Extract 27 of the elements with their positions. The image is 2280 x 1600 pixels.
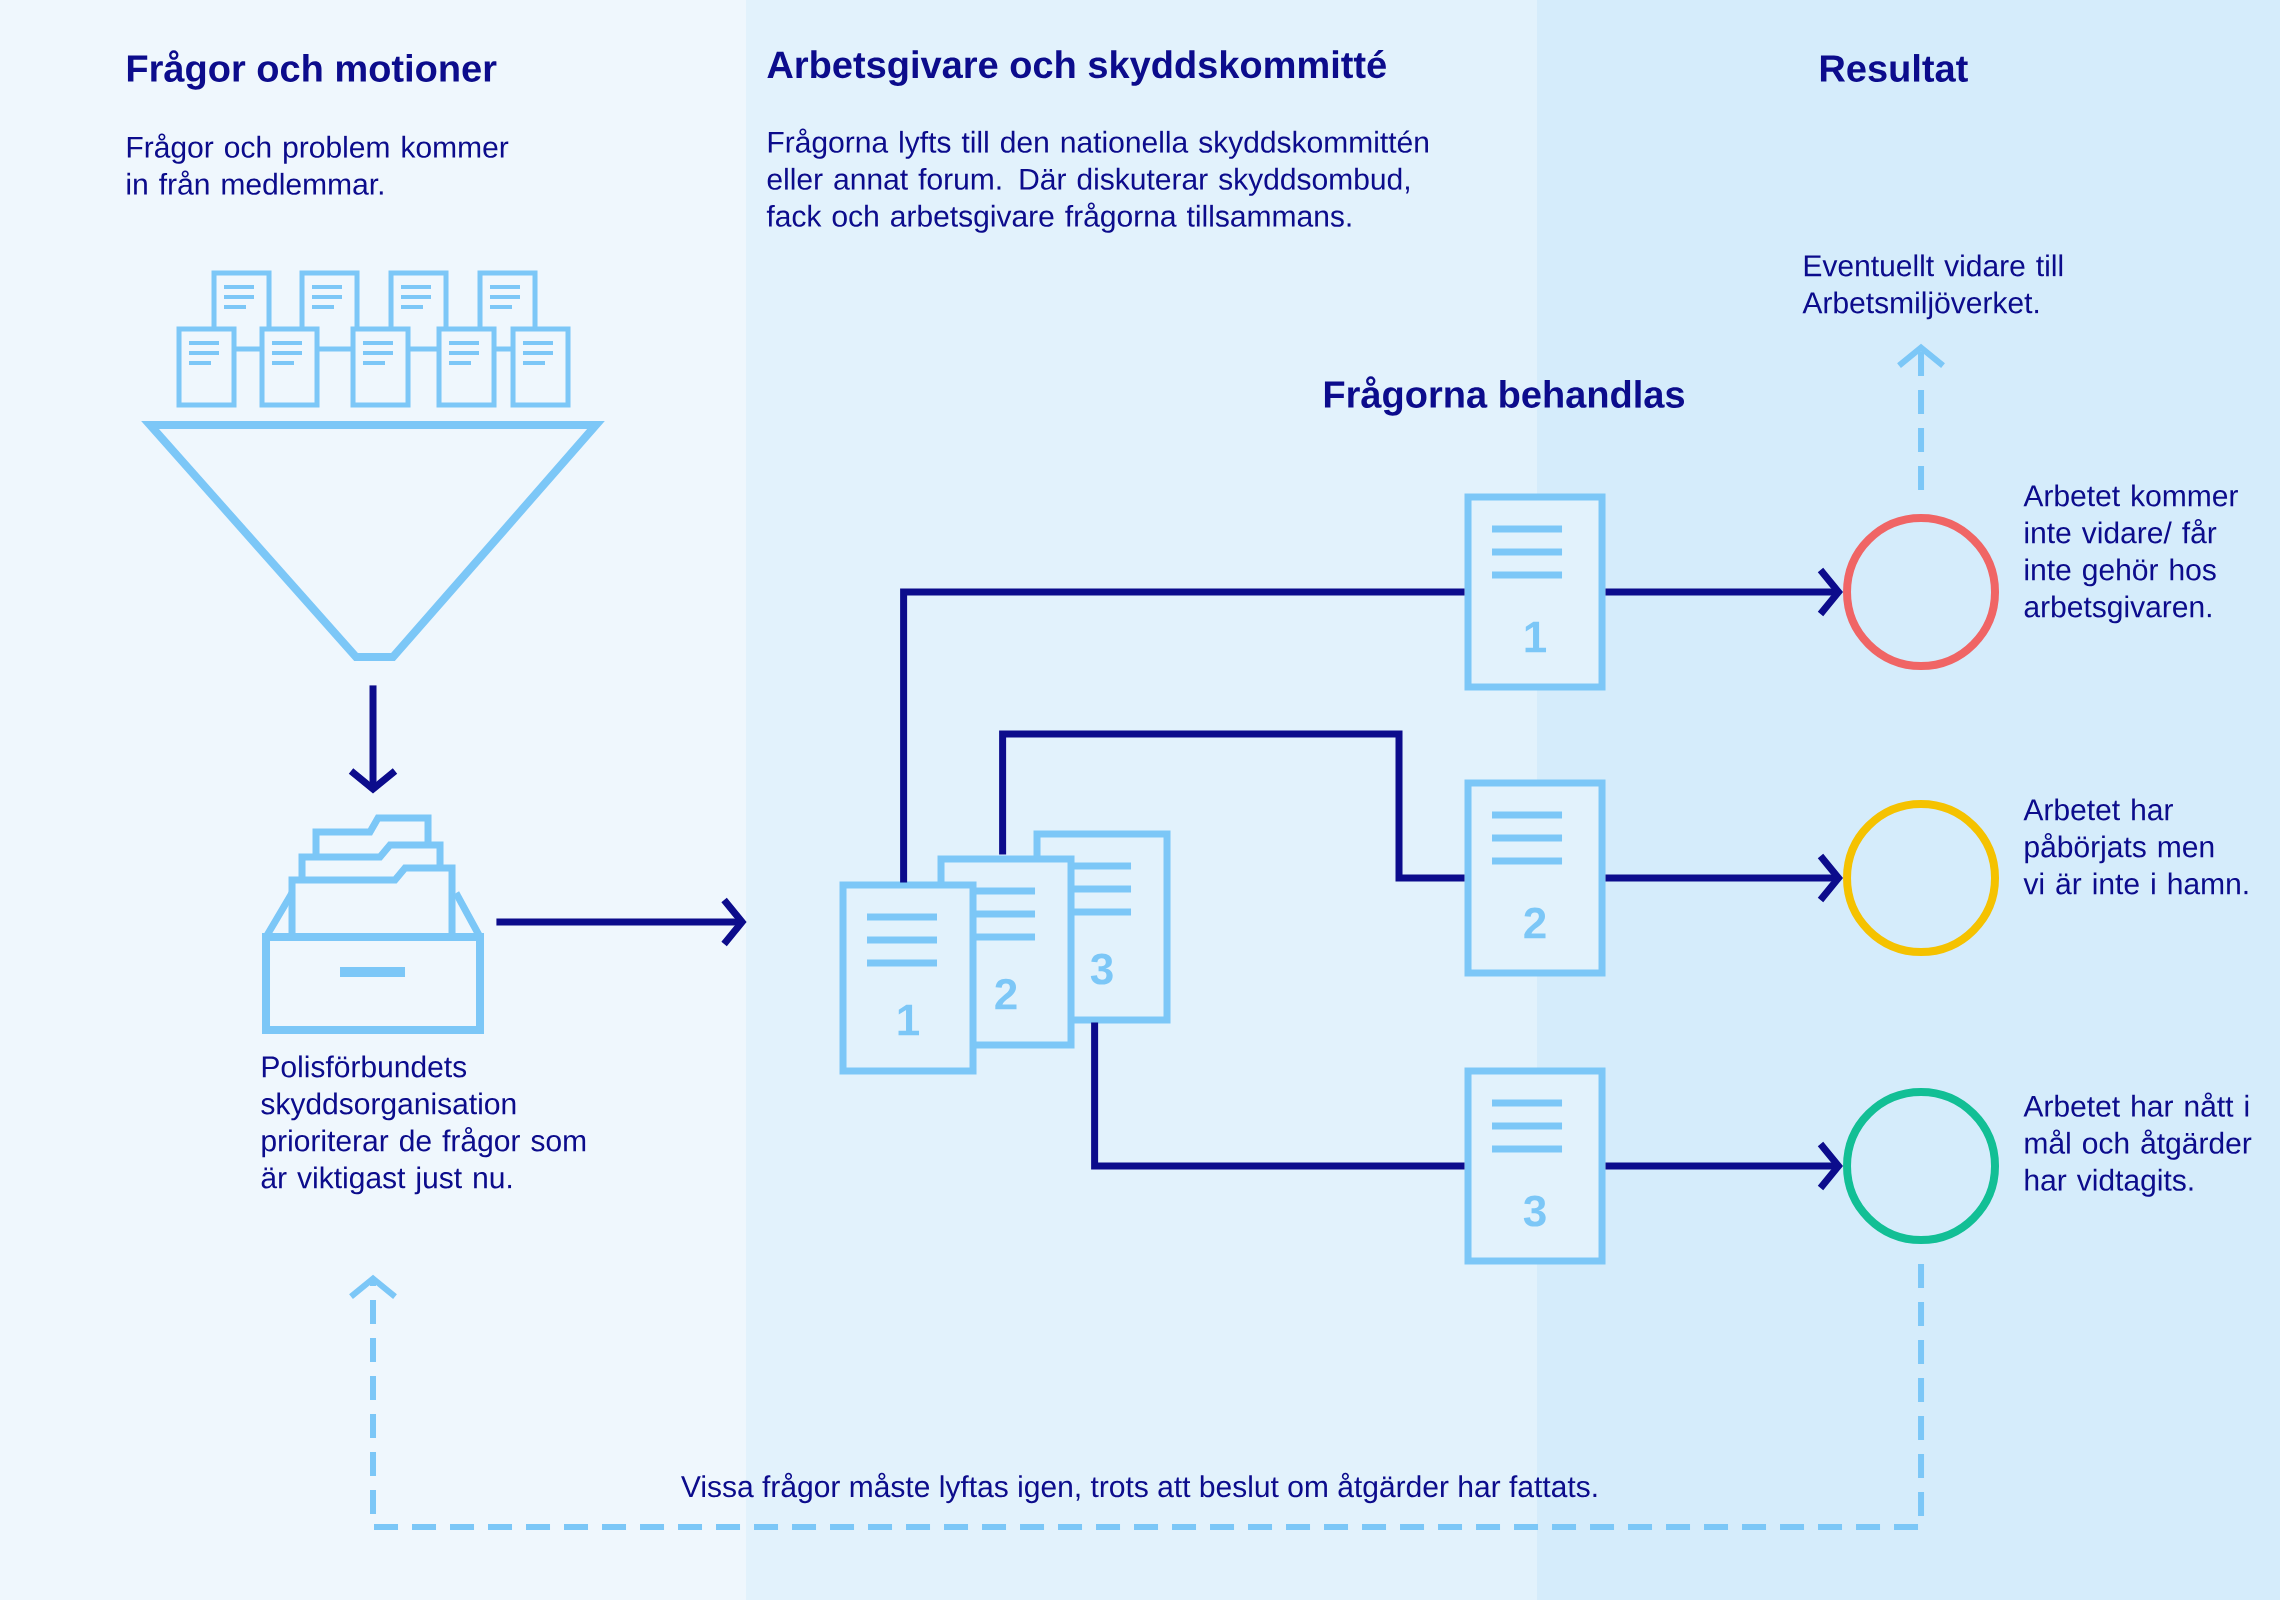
document: 2 [1464,779,1606,977]
status-circle [1843,1088,1999,1244]
document: 3 [1464,1067,1606,1265]
arrow [1605,567,1844,617]
arrow [1605,1141,1844,1191]
arrow [1897,343,1945,490]
heading: Resultat [1820,54,1968,82]
status-circle [1843,800,1999,956]
node-label: 1 [898,1004,920,1036]
arrow [349,1264,1924,1530]
description-text: Frågorna lyfts till den nationella skyddskommittén eller annat forum. Där diskuterar skyddsombud, fack och arbetsgivare frågorna tillsammans. [766,128,1428,233]
file-drawer-drawing [262,814,484,1034]
caption-text: Polisförbundets skyddsorganisation prioriterar de frågor som är viktigast just nu. [261,1055,586,1195]
node-label: 2 [995,978,1017,1010]
heading: Frågorna behandlas [1324,376,1684,416]
edge-label: Vissa frågor måste lyftas igen, trots att beslut om åtgärder har fattats. [681,1472,1597,1504]
status-text: Arbetet kommer inte vidare/ får inte gehör hos arbetsgivaren. [2023,484,2238,624]
status-circle [1843,514,1999,670]
arrow [1605,853,1844,903]
status-text: Arbetet har nått i mål och åtgärder har vidtagits. [2023,1092,2252,1197]
description-text: Frågor och problem kommer in från medlemmar. [127,133,509,195]
document: 1 [1464,493,1606,691]
document-stack: 3 2 1 [839,830,1171,1075]
heading: Arbetsgivare och skyddskommitté [767,50,1386,86]
heading: Frågor och motioner [127,50,497,90]
note-text: Eventuellt vidare till Arbetsmiljöverket. [1802,254,2063,320]
status-text: Arbetet har påbörjats men vi är inte i hamn. [2023,798,2248,895]
